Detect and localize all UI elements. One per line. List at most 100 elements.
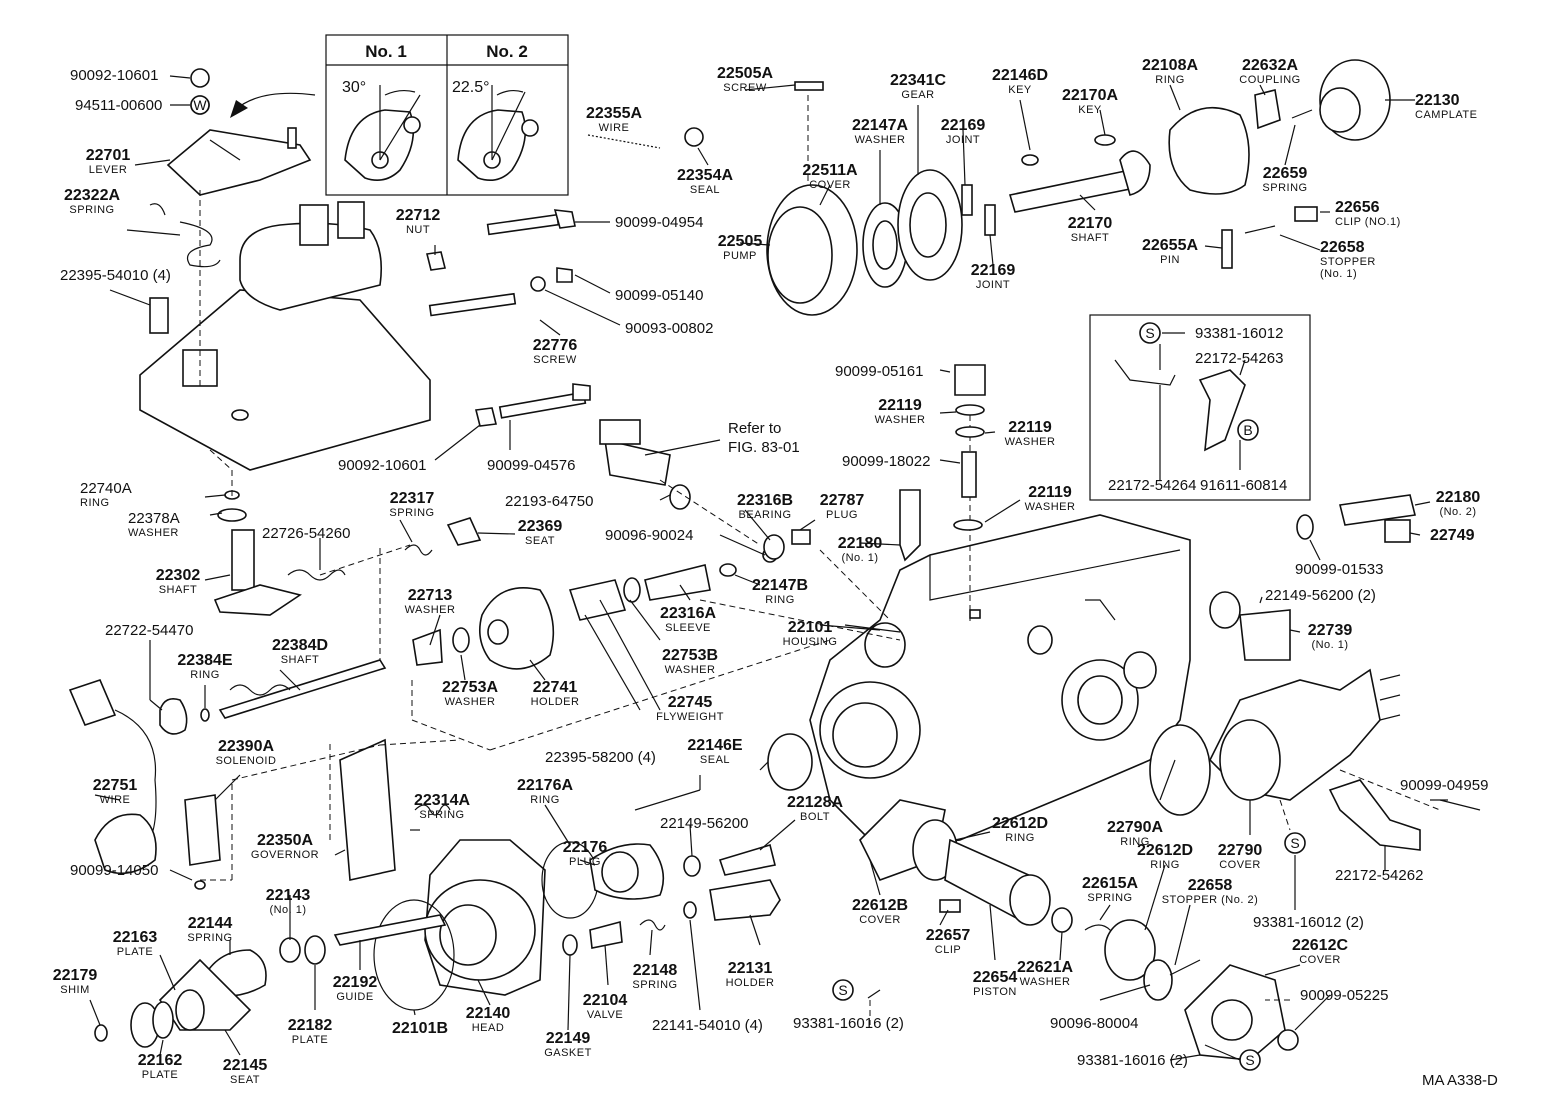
part-name: BOLT: [800, 811, 830, 823]
part-number: 22172-54263: [1195, 350, 1283, 367]
part-number: 90099-05161: [835, 363, 923, 380]
part-name: SEAT: [230, 1074, 260, 1086]
part-callout: 22395-54010 (4): [60, 267, 171, 284]
part-callout: 90096-90024: [605, 527, 693, 544]
part-number: 22176: [563, 839, 608, 856]
part-callout: 90099-01533: [1295, 561, 1383, 578]
part-name: COVER: [809, 179, 851, 191]
part-callout: 22149-56200: [660, 815, 748, 832]
right-side-parts: [1149, 494, 1481, 851]
part-name: GASKET: [544, 1047, 592, 1059]
part-callout: 90099-05140: [615, 287, 703, 304]
part-number: 22131: [728, 960, 773, 977]
part-number: 22130: [1415, 92, 1460, 109]
part-number: 22144: [188, 915, 233, 932]
part-number: 22621A: [1017, 959, 1073, 976]
part-number: 22149: [546, 1030, 591, 1047]
part-number: 22193-64750: [505, 493, 593, 510]
part-number: 22145: [223, 1057, 268, 1074]
part-number: 22146D: [992, 67, 1048, 84]
detail-box: [1089, 314, 1311, 501]
part-callout: 90096-80004: [1050, 1015, 1138, 1032]
part-name: STOPPER: [1320, 256, 1376, 268]
part-number: 22169: [971, 262, 1016, 279]
part-subname: (No. 1): [1311, 639, 1348, 651]
part-number: 22355A: [586, 105, 642, 122]
part-name: WASHER: [1005, 436, 1056, 448]
part-number: 22302: [156, 567, 201, 584]
part-number: 90099-01533: [1295, 561, 1383, 578]
part-number: 22654: [973, 969, 1018, 986]
part-number: 22104: [583, 992, 628, 1009]
part-callout: 93381-16016 (2): [793, 1015, 904, 1032]
part-name: WASHER: [1020, 976, 1071, 988]
part-number: 22316A: [660, 605, 716, 622]
part-number: 22341C: [890, 72, 946, 89]
part-number: 22140: [466, 1005, 511, 1022]
part-number: 90099-18022: [842, 453, 930, 470]
part-callout: 22193-64750: [505, 493, 593, 510]
part-callout: 90099-05161: [835, 363, 923, 380]
part-name: GOVERNOR: [251, 849, 319, 861]
mark-b: B: [1243, 422, 1252, 438]
part-callout: 22172-54262: [1335, 867, 1423, 884]
part-name: SEAT: [525, 535, 555, 547]
part-number: 22322A: [64, 187, 120, 204]
inset-col2-header: No. 2: [486, 42, 528, 61]
part-number: 90092-10601: [338, 457, 426, 474]
part-name: CLIP: [935, 944, 961, 956]
part-name: RING: [1150, 859, 1180, 871]
part-name: GEAR: [901, 89, 934, 101]
part-name: SHAFT: [1071, 232, 1110, 244]
part-number: 22170A: [1062, 87, 1118, 104]
part-number: 90099-14050: [70, 862, 158, 879]
mark-s-2: S: [1290, 835, 1299, 851]
part-number: 22128A: [787, 794, 843, 811]
part-number: 22776: [533, 337, 578, 354]
part-callout: 93381-16012 (2): [1253, 914, 1364, 931]
part-name: RING: [765, 594, 795, 606]
leader-lines: [89, 75, 1448, 1061]
part-number: 22384D: [272, 637, 328, 654]
part-number: 22169: [941, 117, 986, 134]
part-name: SEAL: [700, 754, 730, 766]
inset-angle2: 22.5°: [452, 79, 490, 96]
part-name: FLYWEIGHT: [656, 711, 724, 723]
circle-markers: W S B S S S: [190, 95, 1306, 1071]
part-number: 22119: [878, 397, 922, 414]
part-number: 22149-56200 (2): [1265, 587, 1376, 604]
left-governor-parts: [159, 419, 811, 735]
part-callout: 22141-54010 (4): [652, 1017, 763, 1034]
part-number: 22354A: [677, 167, 733, 184]
part-number: 22369: [518, 518, 563, 535]
part-number: 22149-56200: [660, 815, 748, 832]
